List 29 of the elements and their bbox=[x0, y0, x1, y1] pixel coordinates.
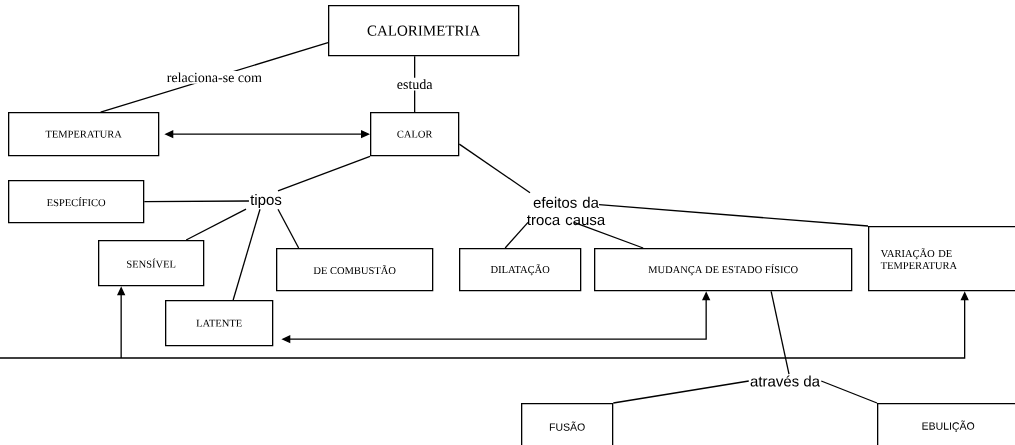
connector bbox=[573, 221, 644, 249]
concept-box: MUDANÇA DE ESTADO FÍSICO bbox=[594, 248, 853, 292]
connector bbox=[185, 208, 247, 241]
concept-box: SENSÍVEL bbox=[98, 240, 205, 287]
connector bbox=[820, 380, 878, 404]
connector bbox=[612, 380, 750, 404]
edge-label: estuda bbox=[395, 77, 435, 91]
concept-box: FUSÃO bbox=[521, 403, 614, 445]
edge-label: relaciona-se com bbox=[165, 70, 264, 84]
concept-box: EBULIÇÃO bbox=[877, 403, 1015, 445]
connector bbox=[598, 204, 869, 227]
linking-phrase: através da bbox=[750, 375, 820, 387]
linking-phrase: tipos bbox=[250, 194, 282, 208]
concept-box: ESPECÍFICO bbox=[8, 180, 145, 224]
linking-phrase: efeitos da troca causa bbox=[527, 196, 606, 226]
concept-box: CALOR bbox=[370, 112, 460, 157]
connector bbox=[277, 155, 371, 192]
connector bbox=[504, 221, 529, 249]
connector bbox=[232, 208, 261, 301]
concept-box: VARIAÇÃO DE TEMPERATURA bbox=[868, 226, 1015, 292]
concept-box: LATENTE bbox=[165, 300, 274, 347]
concept-box: DE COMBUSTÃO bbox=[276, 248, 434, 292]
connector bbox=[458, 143, 531, 194]
connector bbox=[143, 200, 250, 203]
concept-box: TEMPERATURA bbox=[8, 112, 160, 157]
connector bbox=[770, 290, 790, 375]
concept-box: DILATAÇÃO bbox=[459, 248, 582, 292]
connector bbox=[277, 208, 300, 249]
concept-box: CALORIMETRIA bbox=[328, 5, 520, 57]
